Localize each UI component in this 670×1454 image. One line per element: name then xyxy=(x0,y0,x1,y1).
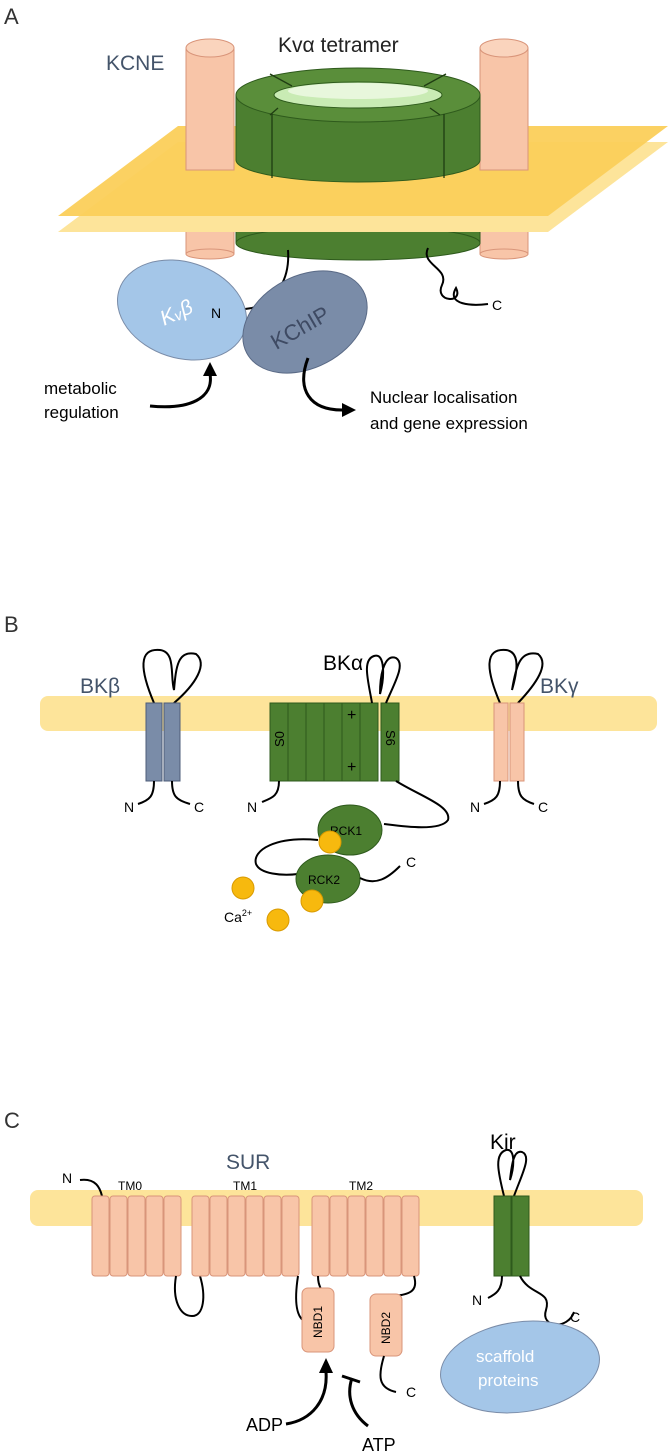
sur-c-tail xyxy=(379,1355,397,1393)
bkbeta-label: BKβ xyxy=(80,675,120,698)
metabolic-label-2: regulation xyxy=(44,403,119,422)
atp-label: ATP xyxy=(362,1435,396,1454)
calcium-ion-icon xyxy=(318,830,342,854)
nuclear-arrowhead-icon xyxy=(342,403,356,417)
nuclear-label-1: Nuclear localisation xyxy=(370,388,517,407)
nbd1-domain xyxy=(301,1287,335,1353)
tm1-label: TM1 xyxy=(233,1179,257,1193)
sur-n-label: N xyxy=(62,1170,72,1186)
calcium-ion-icon xyxy=(231,876,255,900)
atp-inhibition-bar-icon xyxy=(341,1374,361,1384)
adp-arrowhead-icon xyxy=(319,1358,333,1373)
nuclear-arrow xyxy=(302,357,343,412)
tm2-domain xyxy=(311,1195,420,1277)
panel-a-n-label: N xyxy=(211,305,221,321)
kir-c-label: C xyxy=(570,1309,580,1325)
panel-a-letter: A xyxy=(4,4,19,29)
bkalpha-transmembrane xyxy=(269,654,401,782)
tetramer-label: Kvα tetramer xyxy=(278,34,399,57)
bkgamma-subunit xyxy=(483,648,544,805)
bkalpha-linker xyxy=(383,780,450,829)
kcne-right xyxy=(479,38,529,171)
atp-inhibition-line xyxy=(348,1377,369,1428)
panel-b-letter: B xyxy=(4,612,19,637)
c-terminus-tail xyxy=(425,247,489,306)
sur-c-label: C xyxy=(406,1384,416,1400)
kcne-left xyxy=(185,38,235,171)
s0-label: S0 xyxy=(272,731,287,747)
bkgamma-c-label: C xyxy=(538,799,548,815)
kv-alpha-tetramer xyxy=(235,67,481,183)
bkalpha-n-label: N xyxy=(247,799,257,815)
kcne-label: KCNE xyxy=(106,52,164,75)
tm2-label: TM2 xyxy=(349,1179,373,1193)
rck-linker xyxy=(254,838,319,876)
bkgamma-label: BKγ xyxy=(540,675,579,698)
plus-bottom: + xyxy=(347,759,356,776)
rck2-label: RCK2 xyxy=(308,873,340,887)
tm0-label: TM0 xyxy=(118,1179,142,1193)
panel-c-letter: C xyxy=(4,1108,20,1133)
bkgamma-n-label: N xyxy=(470,799,480,815)
bkalpha-c-tail xyxy=(359,865,401,883)
kchip-subunit xyxy=(242,270,368,374)
nuclear-label-2: and gene expression xyxy=(370,414,528,433)
kir-label: Kir xyxy=(490,1131,516,1154)
bkalpha-label: BKα xyxy=(323,652,363,675)
calcium-label: Ca2+ xyxy=(224,908,252,925)
s6-label: S6 xyxy=(383,730,398,746)
sur-label: SUR xyxy=(226,1151,270,1174)
scaffold-label-1: scaffold xyxy=(476,1347,534,1366)
metabolic-arrow xyxy=(149,373,212,409)
bkalpha-c-label: C xyxy=(406,854,416,870)
bkalpha-n-tail xyxy=(261,780,280,803)
nbd1-label: NBD1 xyxy=(311,1306,325,1338)
adp-label: ADP xyxy=(246,1415,283,1435)
panel-a-c-label: C xyxy=(492,297,502,313)
tm1-domain xyxy=(191,1195,300,1277)
calcium-ion-icon xyxy=(300,889,324,913)
tm0-domain xyxy=(91,1195,182,1277)
bkbeta-n-label: N xyxy=(124,799,134,815)
nbd2-label: NBD2 xyxy=(379,1312,393,1344)
plus-top: + xyxy=(347,707,356,724)
nbd2-domain xyxy=(369,1293,403,1357)
tm0-loop xyxy=(174,1275,205,1318)
calcium-ion-icon xyxy=(266,908,290,932)
bkbeta-subunit xyxy=(137,648,202,805)
scaffold-label-2: proteins xyxy=(478,1371,538,1390)
scaffold-proteins xyxy=(440,1320,600,1414)
metabolic-label-1: metabolic xyxy=(44,379,117,398)
kir-channel xyxy=(487,1148,575,1326)
sur-n-tail xyxy=(79,1178,103,1197)
metabolic-arrowhead-icon xyxy=(203,362,217,376)
kir-n-label: N xyxy=(472,1292,482,1308)
adp-arrow xyxy=(285,1371,328,1426)
bkbeta-c-label: C xyxy=(194,799,204,815)
